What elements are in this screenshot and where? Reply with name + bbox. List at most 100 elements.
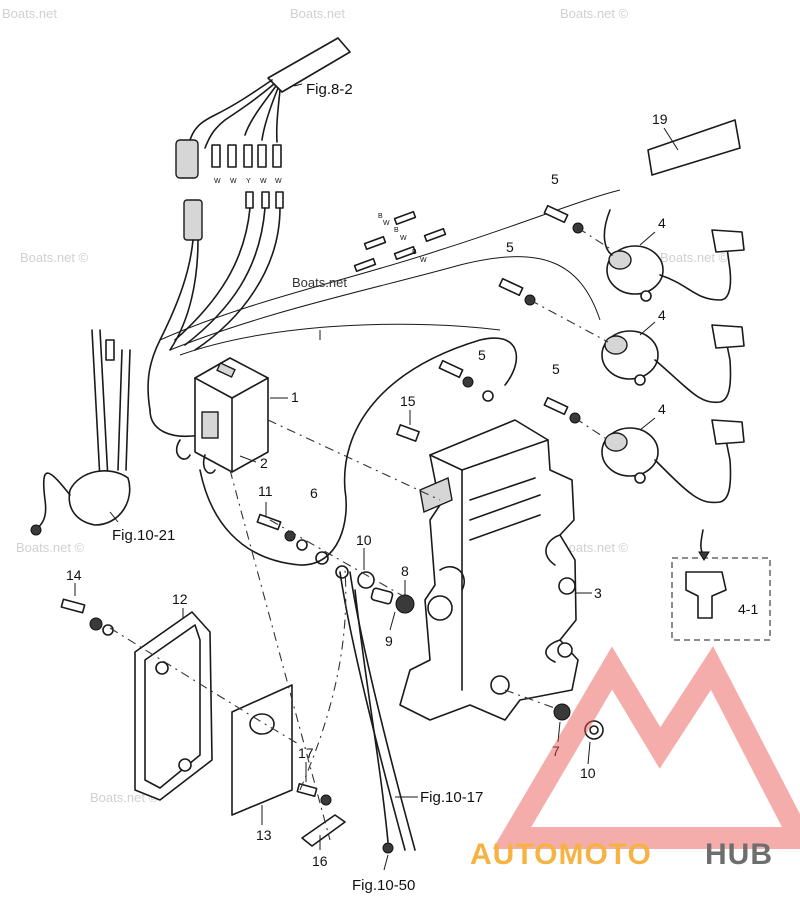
watermark: Boats.net ©	[560, 540, 629, 555]
automotohub-logo: AUTOMOTO HUB	[470, 646, 800, 871]
watermark: Boats.net	[290, 6, 345, 21]
harness-sleeve	[267, 37, 351, 93]
bracket-hole	[427, 595, 453, 621]
fig-ref-label: Fig.10-21	[112, 527, 175, 544]
callout-number: 2	[260, 455, 268, 471]
ecu-bracket	[399, 419, 579, 721]
callout-number: 7	[552, 743, 560, 759]
watermark: Boats.net ©	[660, 250, 729, 265]
callout-number: 4-1	[738, 601, 758, 617]
callout-number: 15	[400, 393, 416, 409]
callout-number: 16	[312, 853, 328, 869]
watermark: Boats.net ©	[16, 540, 85, 555]
callout-number: 11	[258, 483, 273, 499]
fig-ref-label: Fig.10-17	[420, 789, 483, 806]
connector-pin	[245, 191, 254, 209]
connector-pin	[261, 191, 270, 209]
callout-number: 12	[172, 591, 188, 607]
watermark: Boats.net	[2, 6, 57, 21]
callout-number: 3	[594, 585, 602, 601]
ignition-coil-lower	[601, 419, 745, 504]
ground-lead	[199, 337, 518, 566]
label-plate	[647, 119, 741, 176]
harness-plug	[183, 199, 203, 241]
bracket-hole	[490, 675, 510, 695]
callout-number: 19	[652, 111, 668, 127]
wire-code: W	[400, 235, 407, 242]
callout-number: 10	[356, 532, 372, 548]
callout-number: 4	[658, 215, 666, 231]
watermark: Boats.net	[292, 275, 347, 290]
callout-number: 8	[401, 563, 409, 579]
watermark: Boats.net ©	[90, 790, 159, 805]
wire-code: B	[412, 249, 417, 256]
connector-pin	[227, 144, 237, 168]
collar	[370, 587, 394, 605]
cdi-unit	[175, 357, 269, 474]
wire-code: B	[378, 213, 383, 220]
callout-number: 4	[658, 401, 666, 417]
ignition-coil-upper	[603, 209, 745, 302]
connector-pin	[243, 144, 253, 168]
connector-pin	[105, 339, 115, 361]
detail-inset-4-1	[671, 529, 771, 641]
nut	[553, 703, 571, 721]
fig-ref-label: Fig.10-50	[352, 877, 415, 894]
connector-pin	[211, 144, 221, 168]
terminal-ring	[382, 842, 394, 854]
callout-number: 5	[551, 171, 559, 187]
connector-pin	[272, 144, 282, 168]
brand-name-part1: AUTOMOTO	[470, 838, 652, 871]
callout-numbers: 1 2 3 4 4 4 4-1 5 5 5 5 6 7 8 9 10 10 11…	[66, 111, 758, 869]
fig-ref-label: Fig.8-2	[306, 81, 353, 98]
callout-number: 5	[552, 361, 560, 377]
connector-pin	[257, 144, 267, 168]
connector-pin	[275, 191, 284, 209]
callout-number: 14	[66, 567, 82, 583]
brand-name-part2: HUB	[705, 838, 773, 871]
wire-code: W	[383, 220, 390, 227]
wiring-harness: W W Y W W B W B W B W	[147, 37, 621, 437]
wire-code: W	[275, 178, 282, 185]
callout-number: 10	[580, 765, 596, 781]
logo-triangle-icon	[492, 646, 800, 849]
watermark: Boats.net ©	[20, 250, 89, 265]
spark-plug-cap-detail	[685, 571, 727, 619]
callout-number: 13	[256, 827, 272, 843]
ignition-coil-middle	[601, 324, 745, 404]
bullet-connectors: B W B W B W	[353, 210, 447, 273]
watermark: Boats.net ©	[560, 6, 629, 21]
clip	[396, 424, 420, 442]
callout-number: 9	[385, 633, 393, 649]
gasket-sheet	[231, 684, 293, 816]
washer	[335, 565, 349, 579]
spark-plug-cap	[711, 324, 745, 349]
cover-plate	[134, 611, 213, 801]
callout-number: 17	[298, 745, 314, 761]
pulser-coil	[68, 470, 131, 526]
watermark-layer: Boats.net Boats.net Boats.net © Boats.ne…	[2, 6, 729, 805]
callout-number: 5	[506, 239, 514, 255]
wire-code: W	[260, 178, 267, 185]
callout-number: 6	[310, 485, 318, 501]
wire-code: Y	[246, 178, 251, 185]
bracket-hole	[558, 577, 576, 595]
wire-code: W	[214, 178, 221, 185]
callout-number: 4	[658, 307, 666, 323]
pulser-coil-assembly	[30, 329, 131, 536]
callout-number: 5	[478, 347, 486, 363]
terminal-ring	[30, 524, 42, 536]
fasteners	[60, 204, 604, 854]
cdi-connector	[201, 411, 219, 439]
spark-plug-cap	[711, 419, 745, 445]
cdi-plug-socket	[216, 362, 236, 378]
wire-code: W	[230, 178, 237, 185]
spark-plug-cap	[711, 229, 745, 253]
wire-code: B	[394, 227, 399, 234]
callout-number: 1	[291, 389, 299, 405]
clamp	[301, 814, 346, 847]
bracket-hole	[557, 642, 573, 658]
callout-leaders	[74, 83, 656, 871]
wire-code: W	[420, 257, 427, 264]
